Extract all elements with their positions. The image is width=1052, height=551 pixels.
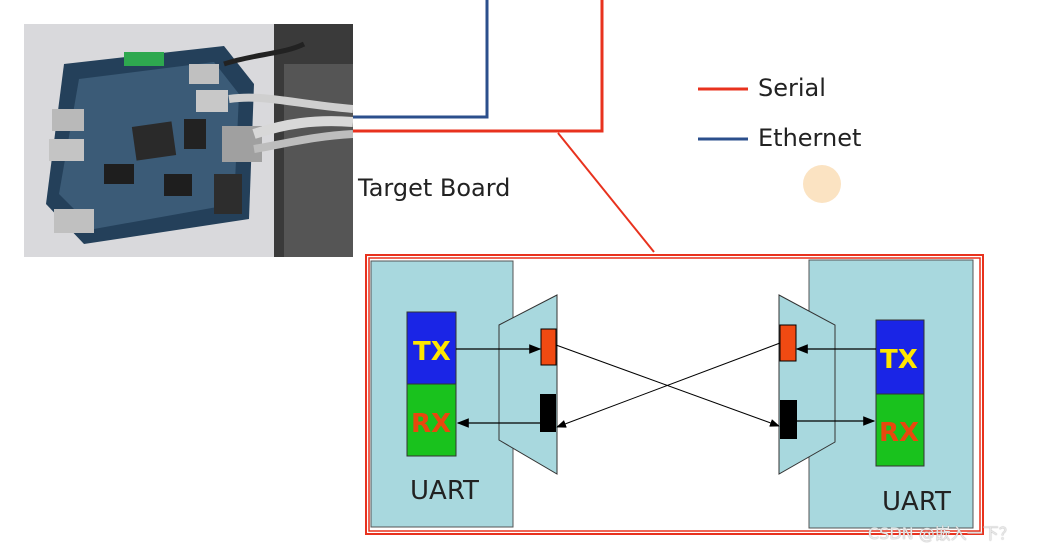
watermark: CSDN @嵌入一下？	[868, 524, 1015, 543]
target-board-photo	[24, 24, 353, 257]
right-tx-pin	[779, 324, 797, 362]
left-uart-label: UART	[410, 476, 479, 506]
legend-serial-label: Serial	[758, 74, 826, 102]
serial-callout-line	[557, 132, 655, 253]
left-tx-label: TX	[413, 337, 451, 367]
diagram-frame-outer	[365, 254, 984, 535]
left-rx-label: RX	[411, 409, 451, 439]
right-transceiver	[778, 294, 836, 475]
right-rx-pin	[780, 400, 797, 439]
right-rx-label: RX	[879, 418, 919, 448]
cross-line-right-to-left	[556, 342, 781, 428]
left-tx-pin	[540, 328, 557, 366]
cursor-highlight	[803, 165, 841, 203]
left-rx-box	[406, 383, 457, 457]
serial-line	[353, 0, 604, 133]
left-rx-pin	[540, 394, 556, 432]
target-board-caption: Target Board	[358, 174, 511, 202]
legend-ethernet-label: Ethernet	[758, 124, 862, 152]
right-tx-box	[875, 319, 925, 395]
ethernet-line	[353, 0, 489, 119]
right-tx-label: TX	[880, 345, 918, 375]
right-uart-label: UART	[882, 487, 951, 517]
right-rx-box	[875, 393, 925, 467]
